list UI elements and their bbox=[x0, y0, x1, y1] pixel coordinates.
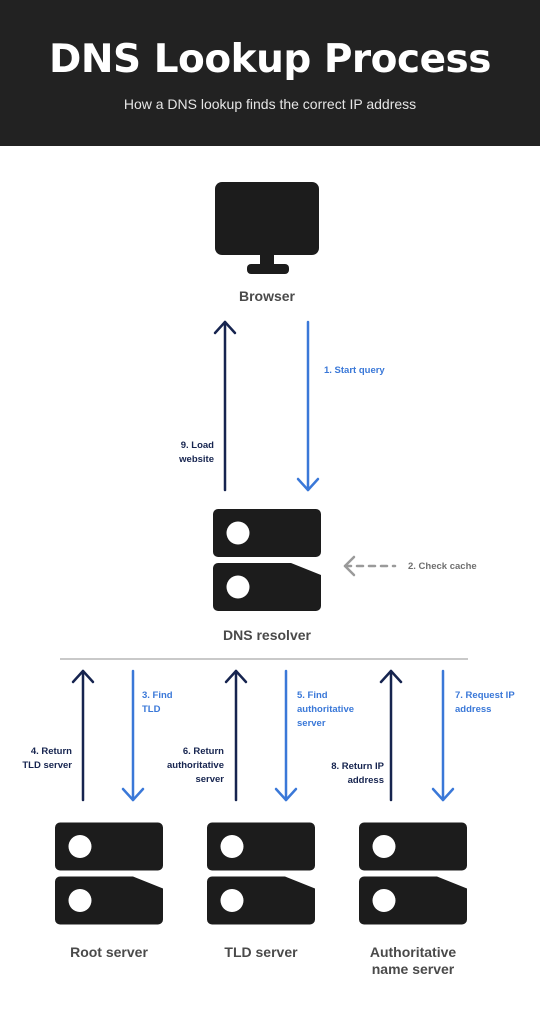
step-2-label: 2. Check cache bbox=[408, 561, 477, 572]
browser-label: Browser bbox=[238, 288, 296, 304]
step-6-label: 6. Return authoritative server bbox=[166, 746, 224, 785]
step-1-label: 1. Start query bbox=[324, 365, 385, 376]
page-title: DNS Lookup Process bbox=[49, 37, 491, 82]
step-5-label: 5. Find authoritative server bbox=[297, 690, 355, 729]
authoritative-server-label: Authoritative name server bbox=[369, 944, 457, 977]
authoritative-server-icon bbox=[359, 822, 467, 925]
tld-server-label: TLD server bbox=[224, 944, 298, 960]
arrow-request-ip bbox=[431, 669, 455, 802]
arrow-find-authoritative bbox=[274, 669, 298, 802]
arrow-return-ip bbox=[379, 669, 403, 802]
arrow-start-query bbox=[296, 320, 320, 492]
root-server-label: Root server bbox=[70, 944, 148, 960]
root-server-icon bbox=[55, 822, 163, 925]
step-9-label: 9. Load website bbox=[179, 440, 214, 465]
tld-server-icon bbox=[207, 822, 315, 925]
arrow-return-authoritative bbox=[224, 669, 248, 802]
arrow-find-tld bbox=[121, 669, 145, 802]
step-8-label: 8. Return IP address bbox=[331, 761, 384, 786]
monitor-icon bbox=[215, 182, 319, 274]
resolver-server-icon bbox=[213, 509, 321, 611]
header-banner: DNS Lookup Process How a DNS lookup find… bbox=[0, 0, 540, 146]
resolver-label: DNS resolver bbox=[223, 627, 311, 643]
page-subtitle: How a DNS lookup finds the correct IP ad… bbox=[123, 96, 417, 112]
step-7-label: 7. Request IP address bbox=[455, 690, 515, 715]
arrow-check-cache bbox=[343, 555, 397, 577]
arrow-load-website bbox=[213, 320, 237, 492]
arrow-return-tld bbox=[71, 669, 95, 802]
step-4-label: 4. Return TLD server bbox=[22, 746, 72, 771]
step-3-label: 3. Find TLD bbox=[142, 690, 173, 715]
